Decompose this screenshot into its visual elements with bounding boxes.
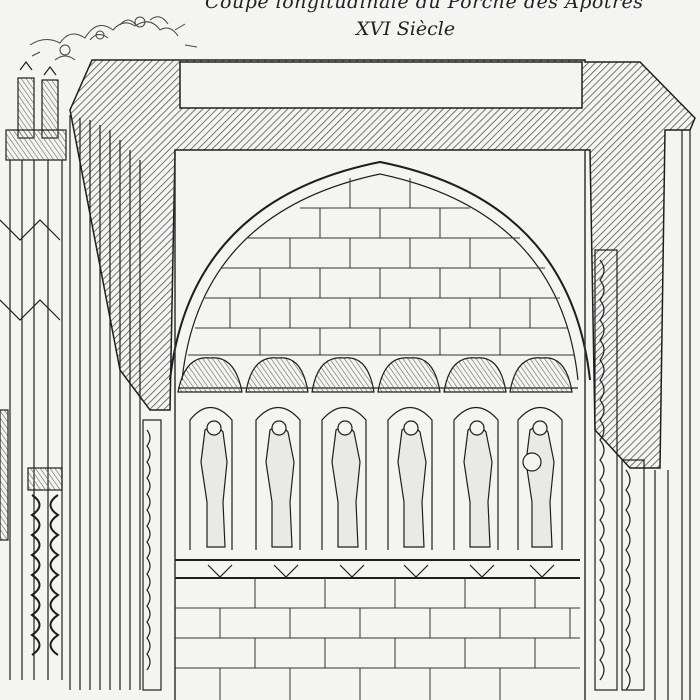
niche-1 xyxy=(177,357,243,578)
caption-title: Coupe longitudinale du Porche des Apôtre… xyxy=(205,0,644,13)
foliage-sketch xyxy=(29,16,198,61)
lower-wall-masonry xyxy=(174,150,586,700)
caption-century: XVI Siècle xyxy=(356,18,456,40)
jamb-columns xyxy=(142,130,691,700)
niche-6 xyxy=(509,357,573,578)
niche-3 xyxy=(311,357,375,578)
vault-section xyxy=(69,59,696,469)
apostle-niches xyxy=(175,357,580,579)
pointed-arch xyxy=(169,160,591,381)
plate-caption: Coupe longitudinale du Porche des Apôtre… xyxy=(0,0,700,48)
niche-2 xyxy=(245,357,309,578)
niche-4 xyxy=(377,357,441,578)
arch-masonry xyxy=(188,178,575,356)
left-buttress xyxy=(0,61,141,690)
niche-5 xyxy=(443,357,507,578)
